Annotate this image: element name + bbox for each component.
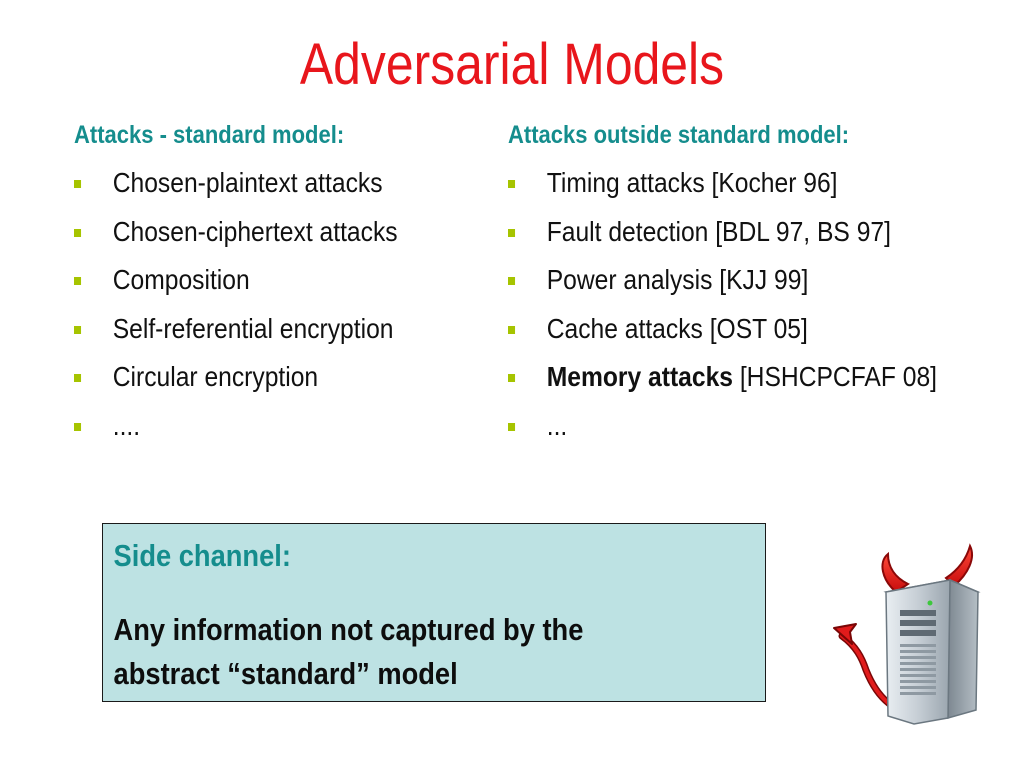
side-channel-heading: Side channel: [113, 538, 291, 573]
list-item: Power analysis [KJJ 99] [508, 263, 895, 312]
square-bullet-icon [74, 422, 82, 431]
list-item: Chosen-plaintext attacks [74, 166, 461, 215]
standard-model-column: Attacks - standard model: Chosen-plainte… [74, 118, 461, 457]
square-bullet-icon [508, 422, 516, 431]
square-bullet-icon [508, 374, 516, 382]
square-bullet-icon [74, 277, 82, 285]
list-item: Self-referential encryption [74, 312, 461, 361]
list-item: Timing attacks [Kocher 96] [508, 166, 895, 215]
list-item: .... [74, 409, 461, 458]
side-channel-definition: Any information not captured by the abst… [113, 612, 584, 691]
square-bullet-icon [74, 325, 82, 334]
square-bullet-icon [508, 277, 516, 285]
standard-model-heading: Attacks - standard model: [74, 121, 345, 149]
square-bullet-icon [74, 180, 82, 188]
list-item: Cache attacks [OST 05] [508, 312, 895, 361]
square-bullet-icon [508, 228, 516, 237]
square-bullet-icon [74, 228, 82, 237]
list-item: Fault detection [BDL 97, BS 97] [508, 215, 895, 264]
list-item: Circular encryption [74, 360, 461, 409]
square-bullet-icon [74, 374, 82, 382]
outside-standard-model-heading: Attacks outside standard model: [508, 121, 850, 149]
list-item: ... [508, 409, 895, 458]
square-bullet-icon [508, 325, 516, 334]
outside-standard-model-column: Attacks outside standard model: Timing a… [508, 118, 937, 458]
devil-server-icon [833, 543, 981, 725]
list-item: Chosen-ciphertext attacks [74, 215, 461, 264]
square-bullet-icon [508, 180, 516, 188]
list-item: Composition [74, 263, 461, 312]
slide-title: Adversarial Models [299, 32, 725, 97]
side-channel-box: Side channel: Any information not captur… [102, 523, 766, 702]
memory-attacks-emphasis: Memory attacks [546, 361, 733, 392]
list-item: Memory attacks [HSHCPCFAF 08] [508, 360, 937, 409]
